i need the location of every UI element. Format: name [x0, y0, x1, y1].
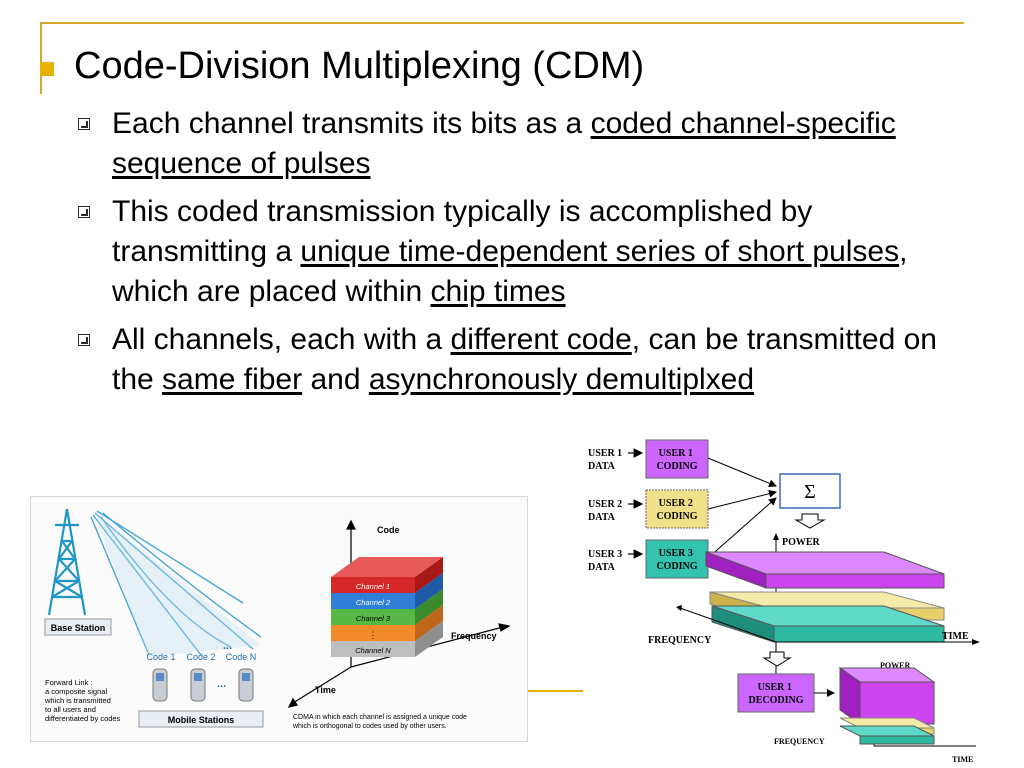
- coding-to-sum-arrows: [707, 457, 777, 559]
- sigma-symbol: Σ: [804, 481, 816, 503]
- user-1-coding-box: [645, 439, 709, 479]
- axis-code-label: Code: [377, 525, 400, 535]
- phone-ellipsis: ...: [217, 678, 226, 690]
- forward-link-line: differentiated by codes: [45, 714, 121, 723]
- channel-1-label: Channel 1: [356, 582, 390, 591]
- left-rule: [40, 22, 42, 94]
- cdma-illustration: Base Station Code 1 Code 2 Code N ... ..…: [44, 508, 511, 730]
- bullet-2-text-b: , which are placed within: [112, 235, 908, 308]
- bullet-3-underlined-c: asynchronously demultiplxed: [368, 363, 755, 396]
- data-arrows: [628, 448, 644, 559]
- user-1-decoding-label: USER 1 DECODING: [748, 682, 803, 706]
- time-small-label: TIME: [952, 755, 973, 764]
- user-1-data-label: USER 1 DATA: [588, 448, 625, 472]
- down-arrow-icon: [762, 651, 792, 667]
- top-rule: [40, 22, 964, 24]
- code-1-label: Code 1: [146, 652, 175, 662]
- checkbox-bullet-icon: [78, 118, 90, 130]
- base-station-tower-icon: [47, 508, 87, 616]
- channel-n-label: Channel N: [355, 646, 391, 655]
- code-n-label: Code N: [226, 652, 257, 662]
- axis-time-label: Time: [315, 685, 336, 695]
- multiplexed-slabs: [705, 551, 945, 643]
- frequency-small-label: FREQUENCY: [774, 737, 825, 746]
- forward-link-line: a composite signal: [45, 687, 107, 696]
- channel-ellipsis-layer: [331, 625, 415, 641]
- decorative-gold-line: [525, 690, 583, 692]
- caption-line: CDMA in which each channel is assigned a…: [293, 714, 467, 721]
- cdma-illustration-panel: Base Station Code 1 Code 2 Code N ... ..…: [30, 496, 528, 742]
- bullet-1-underlined: coded channel-specific sequence of pulse…: [112, 107, 896, 180]
- forward-link-line: which is transmitted: [44, 696, 111, 705]
- down-arrow-icon: [794, 513, 826, 529]
- bullet-item-2: This coded transmission typically is acc…: [72, 192, 952, 312]
- channel-1-layer: [331, 577, 415, 593]
- bullet-3-text-a: All channels, each with a: [112, 323, 451, 356]
- checkbox-bullet-icon: [78, 206, 90, 218]
- code-ellipsis: ...: [223, 640, 232, 652]
- channel-stack: [331, 557, 443, 657]
- channel-3-layer: [331, 609, 415, 625]
- forward-link-note: Forward Link : a composite signal which …: [44, 678, 121, 723]
- power-small-label: POWER: [880, 661, 910, 670]
- code-2-label: Code 2: [186, 652, 215, 662]
- mobile-stations-label-box: [138, 710, 264, 728]
- signal-beams: [90, 510, 262, 656]
- sum-box: [779, 473, 841, 509]
- frequency-label: FREQUENCY: [648, 635, 712, 646]
- bullet-list: Each channel transmits its bits as a cod…: [72, 104, 952, 408]
- checkbox-bullet-icon: [78, 334, 90, 346]
- user-3-coding-label: USER 3 CODING: [656, 548, 697, 572]
- user-2-data-label: USER 2 DATA: [588, 499, 625, 523]
- mobile-phone-icon: [152, 668, 254, 702]
- bullet-2-underlined-b: chip times: [430, 275, 566, 308]
- decoded-slab: [838, 667, 936, 745]
- bullet-3-text-c: and: [302, 363, 369, 396]
- bullet-2-underlined-a: unique time-dependent series of short pu…: [300, 235, 900, 268]
- beam-fill: [93, 511, 261, 657]
- user-3-coding-box: [645, 539, 709, 579]
- user-3-data-label: USER 3 DATA: [588, 549, 625, 573]
- frequency-axis: [679, 607, 777, 643]
- forward-link-line: to all users and: [45, 705, 96, 714]
- channel-ellipsis-label: ⋮: [369, 630, 378, 640]
- bullet-3-underlined-a: different code: [450, 323, 632, 356]
- forward-link-line: Forward Link :: [45, 678, 93, 687]
- base-station-label-box: [44, 618, 112, 636]
- bullet-3-text-b: , can be transmitted on the: [112, 323, 937, 396]
- mobile-stations-label: Mobile Stations: [168, 715, 235, 725]
- channel-1-top: [331, 557, 443, 577]
- bullet-3-underlined-b: same fiber: [162, 363, 303, 396]
- bullet-2-text-a: This coded transmission typically is acc…: [112, 195, 813, 268]
- cdm-coding-diagram: USER 1 DATA USER 2 DATA USER 3 DATA USER…: [588, 439, 980, 764]
- axis-frequency-label: Frequency: [451, 631, 497, 641]
- power-label: POWER: [782, 537, 821, 548]
- caption-line: which is orthogonal to codes used by oth…: [292, 723, 447, 730]
- bullet-item-1: Each channel transmits its bits as a cod…: [72, 104, 952, 184]
- channel-3-label: Channel 3: [356, 614, 391, 623]
- channel-2-layer: [331, 593, 415, 609]
- time-label: TIME: [942, 631, 969, 642]
- user-2-coding-label: USER 2 CODING: [656, 498, 697, 522]
- user-2-coding-box: [645, 489, 709, 529]
- title-bullet-icon: [40, 62, 54, 76]
- bullet-1-text: Each channel transmits its bits as a: [112, 107, 591, 140]
- bullet-item-3: All channels, each with a different code…: [72, 320, 952, 400]
- channel-n-layer: [331, 641, 415, 657]
- channel-2-label: Channel 2: [356, 598, 391, 607]
- cdma-caption: CDMA in which each channel is assigned a…: [292, 714, 469, 730]
- slide-title: Code-Division Multiplexing (CDM): [74, 45, 645, 87]
- user-1-decoding-box: [737, 673, 815, 713]
- base-station-label: Base Station: [51, 623, 106, 633]
- user-1-coding-label: USER 1 CODING: [656, 448, 697, 472]
